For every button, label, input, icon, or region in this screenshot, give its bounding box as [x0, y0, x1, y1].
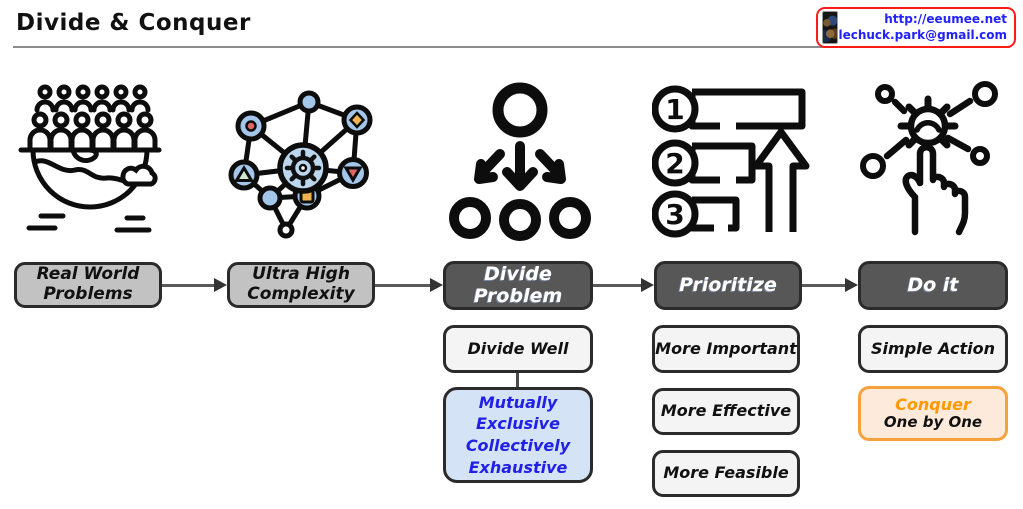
flow-arrow-1: [162, 278, 227, 292]
flow-arrow-2: [375, 278, 443, 292]
continent-line: [32, 158, 136, 184]
page-title: Divide & Conquer: [16, 10, 251, 36]
flow-step-real-world-problems: Real World Problems: [14, 262, 162, 308]
connector-lines: [883, 97, 974, 160]
peninsula-line: [70, 147, 99, 163]
divide-circles-icon: [449, 82, 591, 241]
bar-1: [688, 88, 806, 130]
bar-3: [688, 196, 740, 232]
divide-well-box: Divide Well: [443, 325, 593, 373]
parent-circle: [492, 82, 548, 138]
up-arrow: [752, 128, 810, 232]
node-diamond: [348, 111, 366, 129]
do-it-hand-icon: [860, 81, 998, 236]
flow-arrow-3: [593, 278, 654, 292]
flow-step-divide-problem: Divide Problem: [443, 261, 593, 310]
priority-list-icon: 1 2 3: [652, 85, 810, 238]
node-inverted-triangle: [343, 166, 363, 183]
crowd-row-small: [34, 84, 151, 113]
conquer-subtitle: One by One: [883, 413, 983, 432]
child-circles: [449, 197, 591, 241]
badge-contact-text: http://eeumee.net lechuck.park@gmail.com: [838, 11, 1007, 42]
priority-number-1: 1: [665, 93, 684, 126]
flow-arrow-4: [802, 278, 858, 292]
gear-icon: [284, 149, 322, 187]
priority-number-3: 3: [665, 198, 684, 231]
mece-connector-line: [516, 373, 519, 387]
more-effective-box: More Effective: [652, 388, 800, 435]
conquer-one-by-one-box: Conquer One by One: [858, 386, 1008, 441]
conquer-title: Conquer: [895, 394, 971, 414]
title-divider: [13, 46, 1010, 48]
crowd-world-icon: [18, 84, 162, 233]
node-triangle: [233, 165, 255, 182]
more-important-box: More Important: [652, 325, 800, 373]
complexity-network-icon: [228, 90, 373, 239]
simple-action-box: Simple Action: [858, 325, 1008, 373]
pointing-hand: [902, 144, 969, 236]
badge-thumbnail-image: [822, 11, 839, 44]
gear-node: [277, 142, 329, 194]
flow-step-prioritize: Prioritize: [654, 261, 802, 310]
node-dot: [245, 120, 257, 132]
network-nodes: [860, 81, 998, 179]
divide-arrows: [474, 141, 566, 191]
flow-step-do-it: Do it: [858, 261, 1008, 310]
crowd-row-large: [27, 111, 158, 151]
ground-dashes: [26, 213, 152, 233]
cloud-icon: [120, 163, 158, 187]
priority-number-2: 2: [665, 147, 684, 180]
flow-step-ultra-high-complexity: Ultra High Complexity: [227, 262, 375, 308]
author-badge: http://eeumee.net lechuck.park@gmail.com: [816, 7, 1016, 48]
bar-2: [688, 142, 756, 184]
mece-box: Mutually Exclusive Collectively Exhausti…: [443, 387, 593, 483]
more-feasible-box: More Feasible: [652, 450, 800, 497]
